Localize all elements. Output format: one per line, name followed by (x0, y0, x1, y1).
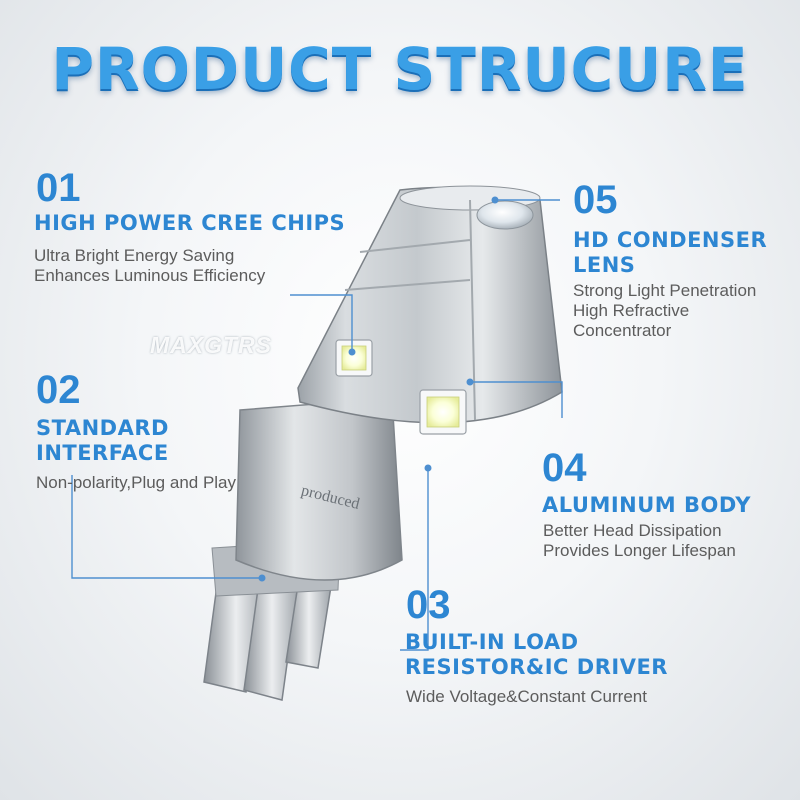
led-chip-left (335, 339, 373, 377)
feature-02-heading: STANDARD INTERFACE (36, 416, 169, 465)
feature-04-description: Better Head Dissipation Provides Longer … (543, 521, 736, 560)
leader-dots (258, 196, 499, 582)
feature-04-number: 04 (542, 446, 587, 490)
brand-watermark: MAXGTRS (150, 332, 272, 358)
feature-01-heading: HIGH POWER CREE CHIPS (34, 211, 346, 235)
page-title: PRODUCT STRUCURE (51, 35, 749, 103)
feature-01-number: 01 (36, 166, 81, 210)
feature-01-description: Ultra Bright Energy Saving Enhances Lumi… (34, 246, 266, 285)
feature-02-description: Non-polarity,Plug and Play (36, 473, 237, 492)
leader-lines (71, 199, 563, 651)
feature-04-heading: ALUMINUM BODY (542, 493, 751, 517)
feature-03-number: 03 (406, 583, 451, 627)
bulb-neck (235, 397, 403, 581)
feature-03-description: Wide Voltage&Constant Current (406, 687, 647, 706)
feature-03-heading: BUILT-IN LOAD RESISTOR&IC DRIVER (405, 630, 668, 679)
feature-05-heading: HD CONDENSER LENS (573, 228, 768, 277)
feature-05-number: 05 (573, 178, 618, 222)
led-chip-right (419, 389, 467, 435)
feature-05-description: Strong Light Penetration High Refractive… (573, 281, 757, 340)
feature-02-number: 02 (36, 368, 81, 412)
condenser-lens (476, 200, 534, 230)
